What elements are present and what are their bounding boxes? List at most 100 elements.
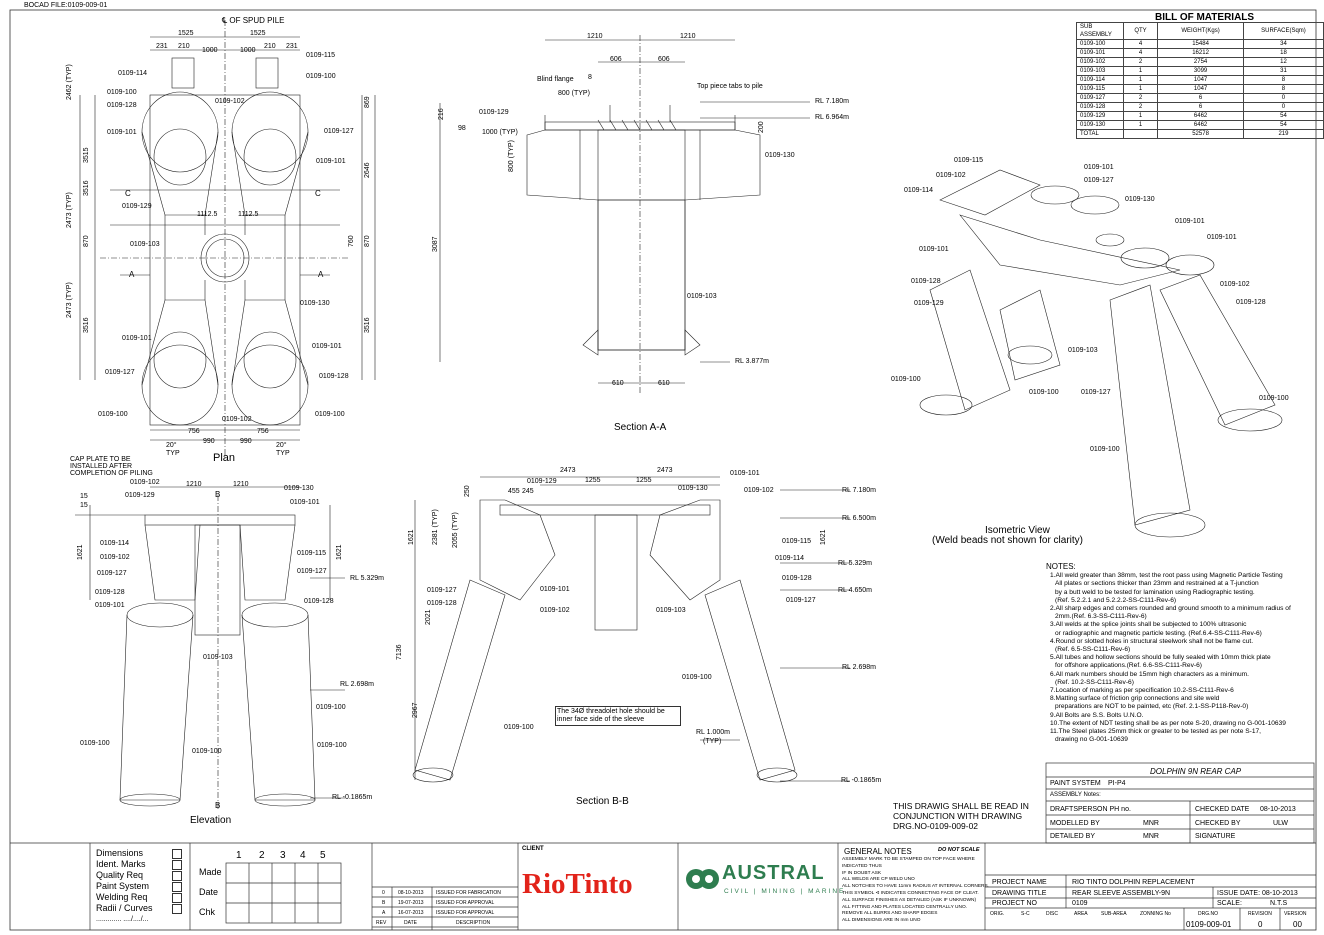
part-tag: 0109-130 [284,485,314,492]
bom-cell: 2 [1122,93,1159,103]
checkbox[interactable] [172,860,182,870]
part-tag: 0109-100 [306,73,336,80]
part-tag: 0109-127 [297,568,327,575]
section-marker-c: C [315,189,321,198]
riotinto-logo: RioTinto [522,868,633,900]
part-tag: 0109-114 [904,187,934,194]
part-tag: 0109-101 [122,335,152,342]
checkbox[interactable] [172,849,182,859]
part-tag: 0109-101 [1084,164,1114,171]
bom-cell: 6462 [1157,111,1244,121]
part-tag: 0109-102 [100,554,130,561]
section-marker-a: A [318,270,324,279]
part-tag: 0109-114 [775,555,805,562]
note-line: 2.All sharp edges and corners rounded an… [1050,605,1291,613]
rl-label: RL 7.180m [842,487,876,494]
bom-cell: 1 [1122,111,1159,121]
tb-header: DISC [1046,911,1058,917]
elevation-view [75,486,345,810]
bom-cell [1122,129,1159,139]
bom-cell: 34 [1242,39,1324,49]
checkbox[interactable] [172,893,182,903]
dim-label: 1000 [240,47,256,54]
part-tag: 0109-127 [786,597,816,604]
note-line: by a butt weld to be tested for laminati… [1055,588,1255,596]
part-tag: 0109-102 [540,607,570,614]
bom-cell: 8 [1242,84,1324,94]
part-tag: 0109-101 [107,129,137,136]
general-note-line: ALL NOTCHES TO HAVE 11mm RADIUS AT INTER… [842,884,990,890]
bom-cell: 0 [1242,102,1324,112]
section-bb-title: Section B-B [576,796,629,807]
angle-label: 20° [276,442,287,449]
part-tag: 0109-127 [427,587,457,594]
general-notes-list: ASSEMBLY MARK TO BE STAMPED ON TOP FACE … [842,857,989,925]
checked-date-label: CHECKED DATE [1195,806,1250,813]
checkbox[interactable] [172,882,182,892]
paint-system-label: PAINT SYSTEM [1050,780,1101,787]
bom-col-header: QTY [1122,22,1159,40]
general-notes-title: GENERAL NOTES [844,847,912,856]
column-number: 4 [300,850,306,861]
dim-label: 15 [80,502,88,509]
bom-cell: 3099 [1157,66,1244,76]
checkbox[interactable] [172,904,182,914]
bom-cell: 52578 [1157,129,1244,139]
dim-label: 1210 [233,481,249,488]
section-bb-view [412,476,850,783]
part-tag: 0109-128 [319,373,349,380]
part-tag: 0109-101 [1175,218,1205,225]
tb-header: DRG.NO [1198,911,1218,917]
bom-cell: 12 [1242,57,1324,67]
rl-label: RL -0.1865m [332,794,373,801]
client-label: CLIENT [522,846,544,852]
general-note-line: ALL WELDS ARE CP WELD UNO [842,877,915,883]
rl-label: RL 6.500m [842,515,876,522]
dim-label: 2473 (TYP) [66,282,73,318]
tb-header: REVISION [1248,911,1272,917]
checklist-boxes [172,849,182,915]
part-tag: 0109-102 [222,416,252,423]
bom-cell: 2 [1122,102,1159,112]
title-block-grid [89,762,1316,930]
dim-label: 756 [257,428,269,435]
section-marker-b: B [215,801,221,810]
dim-label: 2473 [560,467,576,474]
dim-label: 990 [240,438,252,445]
column-number: 5 [320,850,326,861]
checkbox[interactable] [172,871,182,881]
part-tag: 0109-101 [730,470,760,477]
part-tag: 0109-103 [656,607,686,614]
general-note-line: IF IN DOUBT ASK [842,870,882,876]
part-tag: 0109-130 [678,485,708,492]
dim-label: 610 [658,380,670,387]
dim-label: 1112.5 [238,211,259,218]
detailed-by-value: MNR [1143,833,1159,840]
part-tag: 0109-128 [107,102,137,109]
top-piece-label: Top piece tabs to pile [697,83,763,90]
section-aa-view [439,35,810,395]
note-line: 3.All welds at the splice joints shall b… [1050,621,1247,629]
part-tag: 0109-101 [290,499,320,506]
note-line: drawing no G-001-10639 [1055,736,1128,744]
tb-header: VERSION [1284,911,1307,917]
typ-label: TYP [166,450,180,457]
rev-cell: 16-07-2013 [398,910,424,916]
general-note-line: THIS SYMBOL ⊲ INDICATES CONNECTING FACE … [842,890,979,896]
file-reference: BOCAD FILE:0109-009-01 [24,2,108,9]
part-tag: 0109-114 [118,70,148,77]
rev-cell: 08-10-2013 [398,890,424,896]
part-tag: 0109-127 [105,369,135,376]
bom-cell: 1047 [1157,84,1244,94]
part-tag: 0109-129 [527,478,557,485]
general-note-line: ALL DIMENSIONS ARE IN mm UNO [842,918,921,924]
bom-cell: 6 [1157,102,1244,112]
rev-cell: A [382,910,386,916]
assembly-notes-label: ASSEMBLY Notes: [1050,792,1101,798]
cap-plate-note: CAP PLATE TO BE INSTALLED AFTER COMPLETI… [70,456,153,477]
